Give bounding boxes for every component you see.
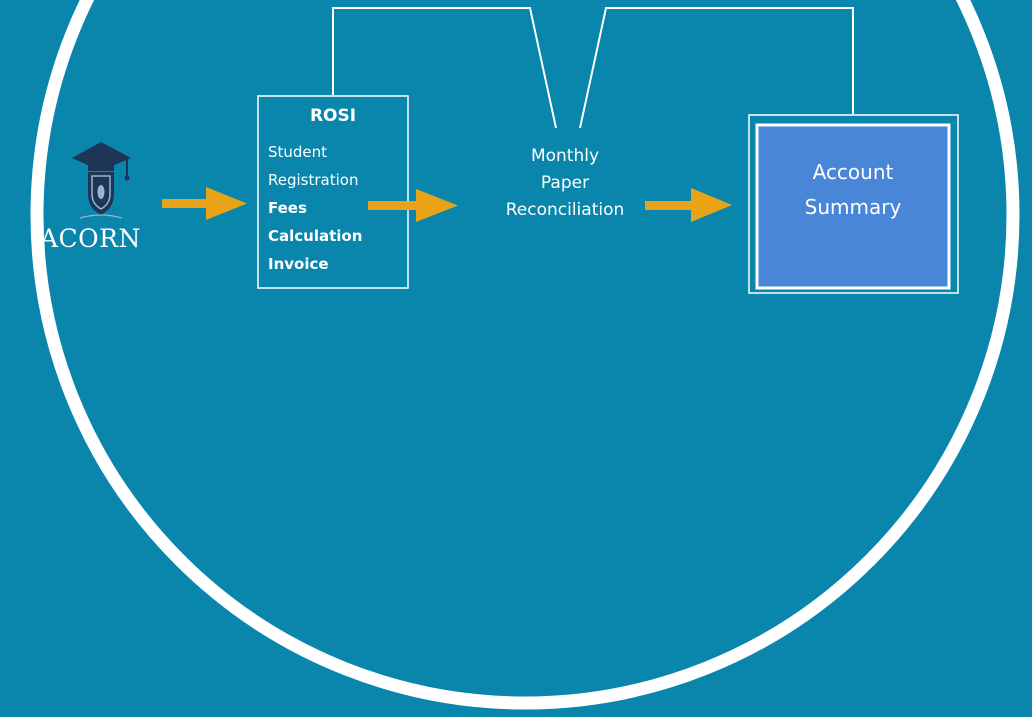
account-summary-box xyxy=(755,123,951,290)
connector-left xyxy=(332,7,557,129)
account-line-summary: Summary xyxy=(804,195,902,219)
graduation-cap-shield-icon xyxy=(72,142,131,219)
rosi-title: ROSI xyxy=(309,106,357,126)
account-summary-label: Account Summary xyxy=(758,155,948,225)
frame-circle xyxy=(30,0,1020,710)
arrow-reconciliation-to-account xyxy=(645,188,732,222)
connector-right xyxy=(579,7,854,129)
arrow-rosi-to-reconciliation xyxy=(368,189,458,222)
account-line-account: Account xyxy=(812,160,894,184)
reconciliation-line-paper: Paper xyxy=(540,173,590,193)
rosi-line-student: Student xyxy=(268,143,328,161)
rosi-line-invoice: Invoice xyxy=(268,255,329,273)
rosi-line-registration: Registration xyxy=(268,171,359,189)
rosi-line-fees: Fees xyxy=(268,199,307,217)
rosi-line-calculation: Calculation xyxy=(268,227,363,245)
reconciliation-line-reconciliation: Reconciliation xyxy=(505,200,625,220)
rosi-box xyxy=(257,95,409,289)
arrow-logo-to-rosi xyxy=(162,187,247,220)
reconciliation-label: Monthly Paper Reconciliation xyxy=(480,143,650,224)
acorn-wordmark: ACORN xyxy=(40,224,141,253)
reconciliation-line-monthly: Monthly xyxy=(530,146,600,166)
account-outer-box xyxy=(748,114,959,294)
